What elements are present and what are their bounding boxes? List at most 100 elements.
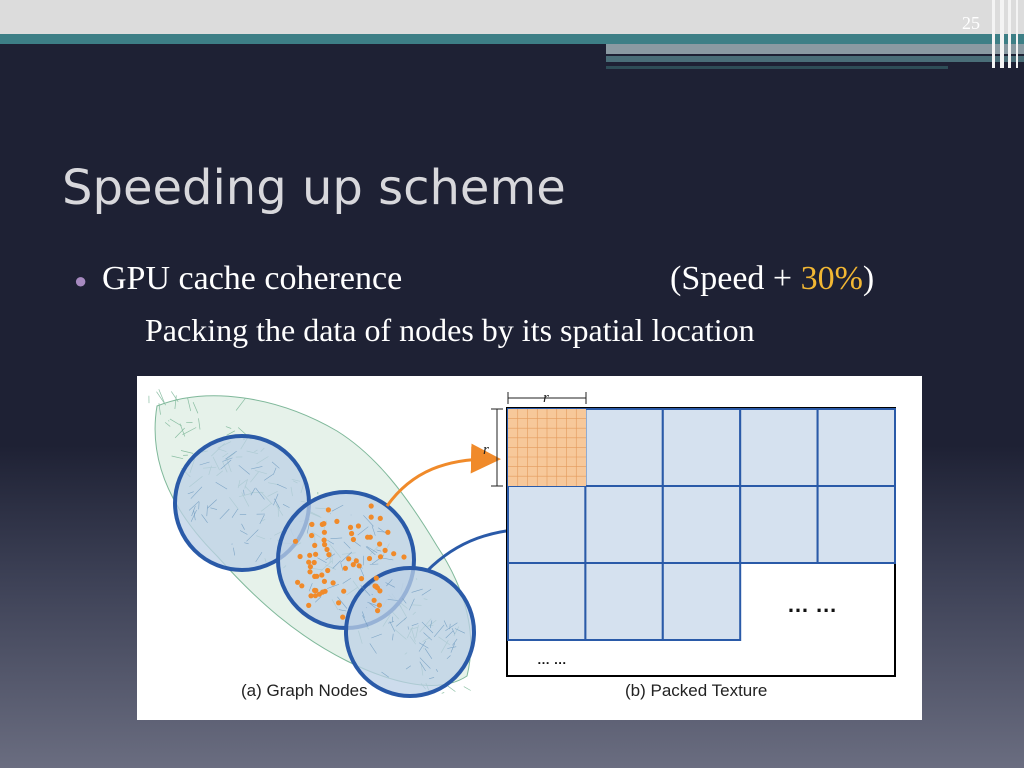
graph-node xyxy=(321,578,327,584)
graph-node xyxy=(340,614,346,620)
caption-packed-texture: (b) Packed Texture xyxy=(625,681,767,700)
texture-cell xyxy=(661,562,742,641)
header-band-teal xyxy=(0,34,1024,44)
graph-node xyxy=(325,567,331,574)
texture-cell xyxy=(739,485,819,564)
graph-node xyxy=(308,593,314,599)
graph-node xyxy=(350,562,356,568)
speed-note: (Speed + 30%) xyxy=(670,260,874,298)
graph-node xyxy=(330,580,336,586)
dim-label-r-horizontal: r xyxy=(543,390,549,406)
graph-node xyxy=(341,588,347,594)
graph-node xyxy=(321,537,327,543)
graph-node xyxy=(350,536,356,543)
speed-suffix: ) xyxy=(862,260,875,297)
graph-node xyxy=(368,514,374,520)
graph-node xyxy=(371,597,377,603)
graph-node xyxy=(376,602,382,608)
figure-illustration: r r … … … … (a) Graph Nodes (b) Packed T… xyxy=(148,389,896,700)
orange-arrow xyxy=(385,443,501,507)
graph-node xyxy=(309,532,315,539)
texture-cell xyxy=(584,408,664,487)
graph-node xyxy=(377,515,383,521)
graph-node xyxy=(375,608,381,614)
caption-graph-nodes: (a) Graph Nodes xyxy=(241,681,368,700)
graph-node xyxy=(346,556,352,562)
texture-cell xyxy=(816,408,896,487)
graph-node xyxy=(366,555,373,562)
header-band-line xyxy=(606,66,948,69)
texture-cell xyxy=(661,408,742,487)
graph-node xyxy=(377,541,383,547)
ellipsis-large: … … xyxy=(787,592,837,617)
graph-node xyxy=(325,507,331,513)
graph-node xyxy=(324,546,330,553)
graph-node-dots xyxy=(292,503,407,620)
slide-number: 25 xyxy=(962,13,980,33)
graph-node xyxy=(321,521,327,527)
graph-node xyxy=(368,503,374,509)
graph-node xyxy=(373,583,379,589)
graph-node xyxy=(377,588,383,594)
sub-point: Packing the data of nodes by its spatial… xyxy=(145,312,755,348)
graph-node xyxy=(316,591,322,597)
graph-node xyxy=(382,547,388,553)
graph-node xyxy=(297,553,303,560)
graph-node xyxy=(307,569,313,575)
graph-node xyxy=(307,552,313,558)
dim-label-r-vertical: r xyxy=(483,442,489,458)
corner-stripe xyxy=(1000,0,1004,68)
header-band-grey xyxy=(606,44,1024,54)
graph-node xyxy=(314,573,320,579)
bullet-text: GPU cache coherence xyxy=(102,260,403,297)
slide-title: Speeding up scheme xyxy=(62,160,566,216)
graph-node xyxy=(385,529,391,535)
graph-node xyxy=(312,593,318,599)
graph-node xyxy=(312,587,318,593)
header-band-dark xyxy=(606,56,1024,62)
dimension-markers xyxy=(491,392,587,487)
node-cluster-circle xyxy=(344,566,476,698)
graph-node xyxy=(307,564,313,570)
graph-node xyxy=(347,524,354,530)
texture-cell xyxy=(584,562,664,641)
graph-node xyxy=(299,583,305,589)
bullet-icon: ● xyxy=(74,268,88,293)
texture-cell xyxy=(507,562,587,641)
graph-node xyxy=(355,523,361,529)
bullet-item: ● GPU cache coherence (Speed + 30%) xyxy=(74,260,954,300)
texture-cell xyxy=(584,485,664,564)
graph-node xyxy=(319,572,325,578)
graph-node xyxy=(313,551,319,557)
graph-node xyxy=(322,588,328,594)
texture-cell xyxy=(739,408,819,487)
graph-node xyxy=(391,551,397,557)
ellipsis-small: … … xyxy=(537,652,567,667)
graph-node xyxy=(342,565,348,571)
graph-node xyxy=(353,558,359,564)
figure-panel: r r … … … … (a) Graph Nodes (b) Packed T… xyxy=(137,376,922,720)
corner-stripe xyxy=(992,0,995,68)
graph-node xyxy=(349,530,355,537)
graph-node xyxy=(311,559,317,566)
corner-stripe xyxy=(1008,0,1011,68)
graph-node xyxy=(306,559,312,565)
graph-node xyxy=(322,542,328,548)
graph-node xyxy=(312,542,318,548)
speed-value: 30% xyxy=(800,260,863,297)
graph-node xyxy=(336,600,342,606)
graph-node xyxy=(309,521,315,527)
graph-node xyxy=(356,563,362,569)
graph-node xyxy=(306,602,312,608)
graph-node xyxy=(292,538,299,544)
top-bar xyxy=(0,0,1024,34)
packed-texture-grid xyxy=(506,407,896,677)
texture-cell xyxy=(816,485,896,564)
corner-stripe xyxy=(1016,0,1018,68)
graph-node xyxy=(358,576,365,582)
graph-node xyxy=(295,579,301,585)
graph-node xyxy=(365,534,371,540)
texture-cell xyxy=(507,485,587,564)
graph-node xyxy=(326,552,332,558)
graph-node xyxy=(334,518,340,524)
